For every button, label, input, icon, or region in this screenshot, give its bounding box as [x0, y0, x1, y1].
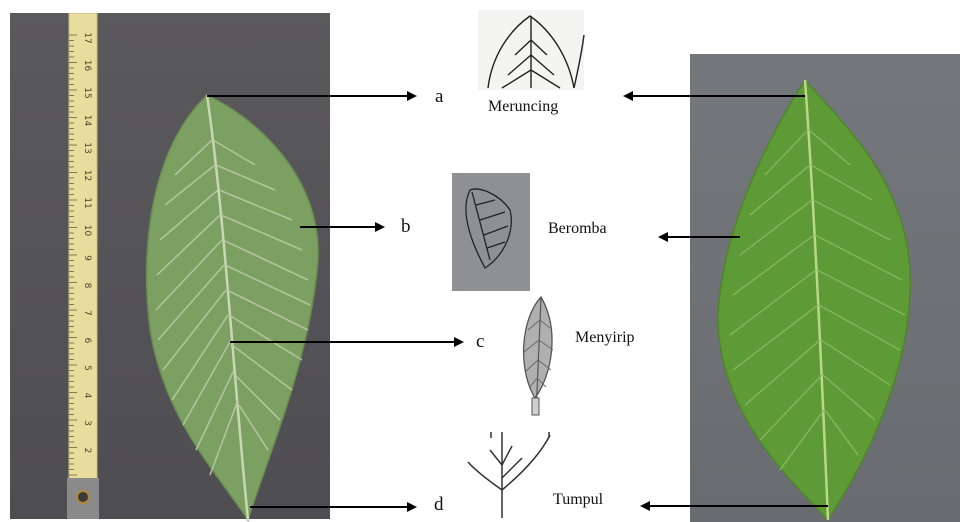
sketch-ovate-shape: [452, 173, 530, 291]
left-leaf: [147, 95, 319, 520]
label-letter-c: c: [476, 331, 484, 353]
sketch-pinnate-venation: [524, 297, 553, 415]
label-letter-a: a: [435, 86, 443, 108]
label-letter-b: b: [401, 216, 411, 238]
label-tumpul: Tumpul: [553, 491, 603, 509]
sketch-acute-apex: [478, 10, 584, 90]
label-letter-d: d: [434, 494, 444, 516]
right-leaf: [718, 80, 910, 520]
label-meruncing: Meruncing: [488, 98, 558, 116]
sketch-obtuse-base: [468, 432, 550, 518]
label-beromba: Beromba: [548, 220, 607, 238]
label-menyirip: Menyirip: [575, 329, 635, 347]
